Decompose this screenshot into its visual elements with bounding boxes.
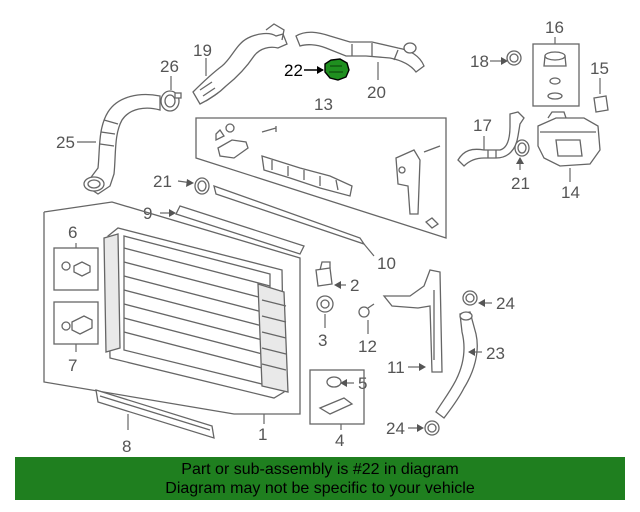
radiator-1[interactable] [103,227,289,399]
callout-3: 3 [318,331,327,350]
hose-20[interactable] [295,31,425,73]
drain-plug-6[interactable] [61,261,91,277]
insulator-3[interactable] [316,295,334,313]
clamp-24-upper[interactable] [462,290,478,306]
callout-24-lower: 24 [386,419,405,438]
banner-line-2: Diagram may not be specific to your vehi… [165,480,475,497]
baffle-seal-9[interactable] [175,184,366,255]
bracket-15[interactable] [593,95,609,113]
callout-17: 17 [473,116,492,135]
assembly-box-1 [43,201,301,415]
lower-seal-8[interactable] [95,389,215,439]
callout-16: 16 [545,18,564,37]
hose-23[interactable] [435,311,478,419]
drain-plug-7[interactable] [61,315,93,335]
callout-24-upper: 24 [496,294,515,313]
callout-6: 6 [68,223,77,242]
clamp-21-right[interactable] [514,139,530,157]
hose-17[interactable] [457,111,525,167]
callout-20: 20 [367,83,386,102]
callout-19: 19 [193,41,212,60]
mount-4[interactable] [318,376,354,415]
callout-21-right: 21 [511,174,530,193]
lower-radiator-hose-25[interactable] [83,93,161,195]
banner-line-1: Part or sub-assembly is #22 in diagram [181,461,459,478]
upper-radiator-hose-19[interactable] [192,23,288,105]
assembly-box-13 [195,117,447,239]
callout-2: 2 [350,276,359,295]
parts-diagram: 19 26 25 20 22 16 18 [43,18,609,455]
callout-23: 23 [486,344,505,363]
part-info-banner: Part or sub-assembly is #22 in diagram D… [15,457,625,500]
side-baffle-11[interactable] [382,269,443,373]
bracket-2[interactable] [315,261,333,287]
coolant-reservoir-14[interactable] [537,111,601,167]
callout-8: 8 [122,437,131,455]
callout-7: 7 [68,356,77,375]
reservoir-cap-16[interactable] [543,51,567,100]
callout-21-left: 21 [153,172,172,191]
callout-5: 5 [358,374,367,393]
callout-25: 25 [56,133,75,152]
callout-10: 10 [377,254,396,273]
callout-14: 14 [561,183,580,202]
callout-12: 12 [358,337,377,356]
callout-18: 18 [470,52,489,71]
mount-box-4 [309,369,365,425]
highlighted-part-22[interactable] [324,58,350,81]
clamp-21-left[interactable] [194,177,210,195]
callout-15: 15 [590,59,609,78]
cap-box-16 [532,43,580,107]
bolt-12[interactable] [358,303,375,318]
drain-box-6 [53,247,99,291]
callout-11: 11 [387,358,405,377]
callout-4: 4 [335,431,344,450]
clamp-18[interactable] [506,50,522,66]
callout-9: 9 [143,204,152,223]
air-deflector-13[interactable] [215,123,441,229]
clamp-24-lower[interactable] [424,420,440,436]
clamp-26[interactable] [160,90,182,112]
callout-22: 22 [284,61,303,80]
callout-26: 26 [160,57,179,76]
callout-13: 13 [314,95,333,114]
callout-1: 1 [258,425,267,444]
